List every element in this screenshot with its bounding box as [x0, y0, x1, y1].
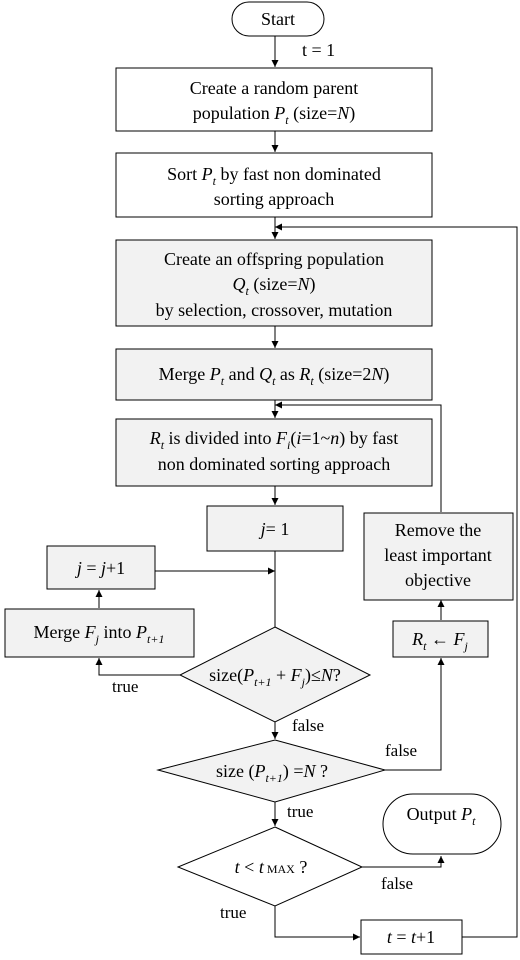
create-parent-line1: Create a random parent [190, 78, 358, 98]
create-parent-line2: population Pt (size=N) [193, 103, 356, 127]
start-label: Start [261, 9, 295, 29]
cond-size-eq-label: size (Pt+1) =N ? [216, 761, 328, 785]
edge-label-false-1: false [292, 716, 324, 735]
start-node: Start [231, 1, 325, 37]
arrow-cond3-true [274, 906, 360, 941]
sort-parent-line2: sorting approach [214, 189, 334, 209]
t-init-label: t = 1 [302, 40, 335, 60]
divide-box: Rt is divided into Fi(i=1~n) by fast non… [115, 418, 433, 487]
sort-parent-box: Sort Pt by fast non dominated sorting ap… [115, 152, 433, 218]
remove-line1: Remove the [395, 520, 481, 540]
assign-r-label: Rt ← Fj [411, 629, 468, 653]
cond-t-diamond: t < t MAX ? [176, 826, 364, 907]
j-init-label: j= 1 [259, 519, 290, 539]
remove-line2: least important [384, 545, 491, 565]
arrow-tinc-loop [275, 223, 518, 938]
edge-label-true-3: true [220, 903, 246, 922]
create-offspring-line1: Create an offspring population [164, 249, 384, 269]
j-init-box: j= 1 [206, 505, 344, 552]
cond-size-eq-diamond: size (Pt+1) =N ? [156, 739, 387, 803]
cond-t-label: t < t MAX ? [235, 857, 308, 877]
merge-pq-box: Merge Pt and Qt as Rt (size=2N) [115, 348, 433, 401]
create-offspring-line3: by selection, crossover, mutation [156, 300, 393, 320]
divide-line2: non dominated sorting approach [158, 454, 390, 474]
create-offspring-line2: Qt (size=N) [233, 274, 316, 298]
edge-label-true-2: true [287, 802, 313, 821]
remove-objective-box: Remove the least important objective [363, 512, 514, 601]
sort-parent-line1: Sort Pt by fast non dominated [167, 164, 381, 188]
edge-label-false-2: false [385, 741, 417, 760]
edge-label-true-1: true [112, 677, 138, 696]
j-inc-label: j = j+1 [75, 558, 125, 578]
divide-line1: Rt is divided into Fi(i=1~n) by fast [149, 428, 399, 452]
create-parent-box: Create a random parent population Pt (si… [115, 67, 433, 132]
arrow-remove-to-divide [275, 401, 442, 512]
cond-size-sum-label: size(Pt+1 + Fj)≤N? [209, 665, 341, 689]
output-label: Output Pt [407, 804, 477, 828]
output-node: Output Pt [382, 793, 502, 855]
t-inc-box: t = t+1 [360, 919, 463, 955]
create-offspring-box: Create an offspring population Qt (size=… [115, 239, 433, 327]
assign-r-box: Rt ← Fj [392, 620, 489, 658]
edge-label-false-3: false [381, 874, 413, 893]
arrow-cond2-false [385, 658, 445, 771]
j-inc-box: j = j+1 [46, 545, 156, 590]
arrow-cond1-true [95, 658, 180, 676]
connectors [95, 36, 518, 941]
merge-pq-label: Merge Pt and Qt as Rt (size=2N) [159, 364, 390, 388]
merge-f-label: Merge Fj into Pt+1 [34, 622, 165, 646]
merge-f-box: Merge Fj into Pt+1 [4, 608, 195, 658]
remove-line3: objective [405, 570, 471, 590]
arrow-cond3-false [362, 856, 445, 868]
cond-size-sum-diamond: size(Pt+1 + Fj)≤N? [178, 626, 372, 723]
t-inc-label: t = t+1 [387, 927, 435, 947]
